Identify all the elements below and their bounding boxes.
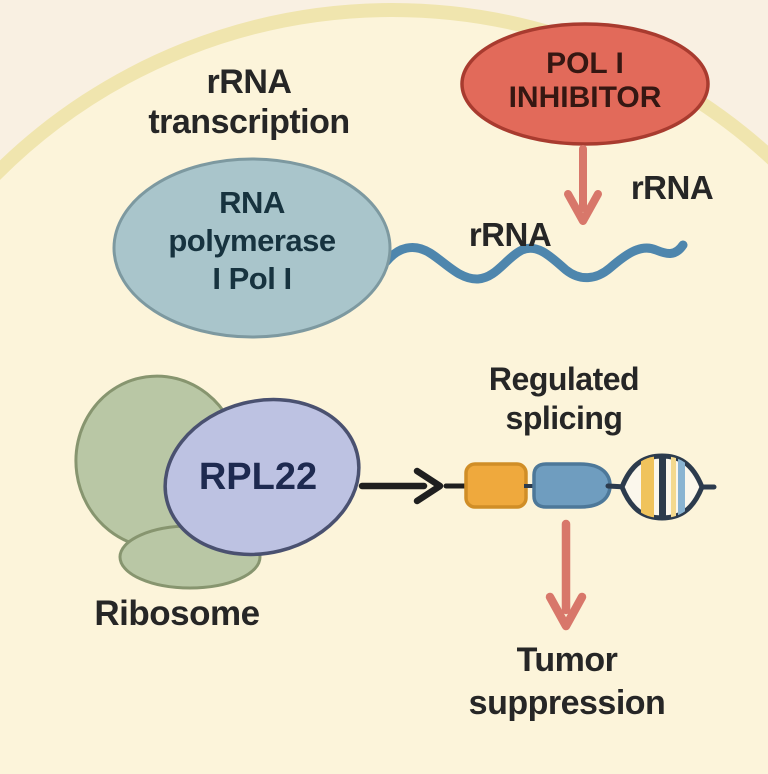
rna-polymerase-line2: polymerase: [168, 223, 336, 258]
helix-stripes: [641, 456, 685, 518]
rrna-wave: [381, 240, 688, 284]
rrna-transcription-label: rRNA transcription: [148, 62, 350, 142]
rrna-label-right: rRNA: [630, 169, 714, 206]
helix-stripe-dark: [659, 456, 666, 518]
tumor-suppression-label: Tumor suppression: [469, 639, 666, 725]
ribosome-label: Ribosome: [94, 594, 260, 633]
rna-polymerase-ellipse: [112, 157, 392, 339]
rrna-transcription-line1: rRNA: [206, 63, 292, 101]
inhibition-arrow-icon: [564, 145, 602, 225]
tumor-suppression-arrow-icon: [545, 519, 587, 631]
rrna-label-mid: rRNA: [468, 216, 552, 253]
rna-polymerase-line1: RNA: [219, 185, 285, 220]
rpl22-ellipse: [163, 397, 361, 557]
exon-blue: [532, 462, 612, 509]
regulated-splicing-label: Regulated splicing: [488, 360, 640, 438]
helix-stripe-pale: [671, 456, 676, 518]
rna-polymerase-line3: I Pol I: [212, 261, 292, 296]
helix-stripe-yellow: [641, 456, 654, 518]
pol1-inhibitor-label: POL I INHIBITOR: [509, 47, 662, 115]
helix-stripe-blue: [678, 456, 685, 518]
regulated-splicing-line1: Regulated: [488, 361, 640, 397]
tumor-suppression-line2: suppression: [468, 684, 666, 722]
pol1-inhibitor-line2: INHIBITOR: [508, 81, 662, 114]
tumor-suppression-line1: Tumor: [516, 641, 618, 679]
regulated-splicing-line2: splicing: [505, 400, 623, 436]
rpl22-label: RPL22: [198, 456, 318, 498]
rrna-transcription-line2: transcription: [148, 103, 350, 141]
rna-polymerase-label: RNA polymerase I Pol I: [168, 184, 336, 298]
splicing-arrow-icon: [358, 467, 444, 505]
pol1-inhibitor-line1: POL I: [546, 47, 624, 80]
exon-orange: [464, 462, 528, 509]
pol1-inhibitor-ellipse: [460, 22, 710, 146]
